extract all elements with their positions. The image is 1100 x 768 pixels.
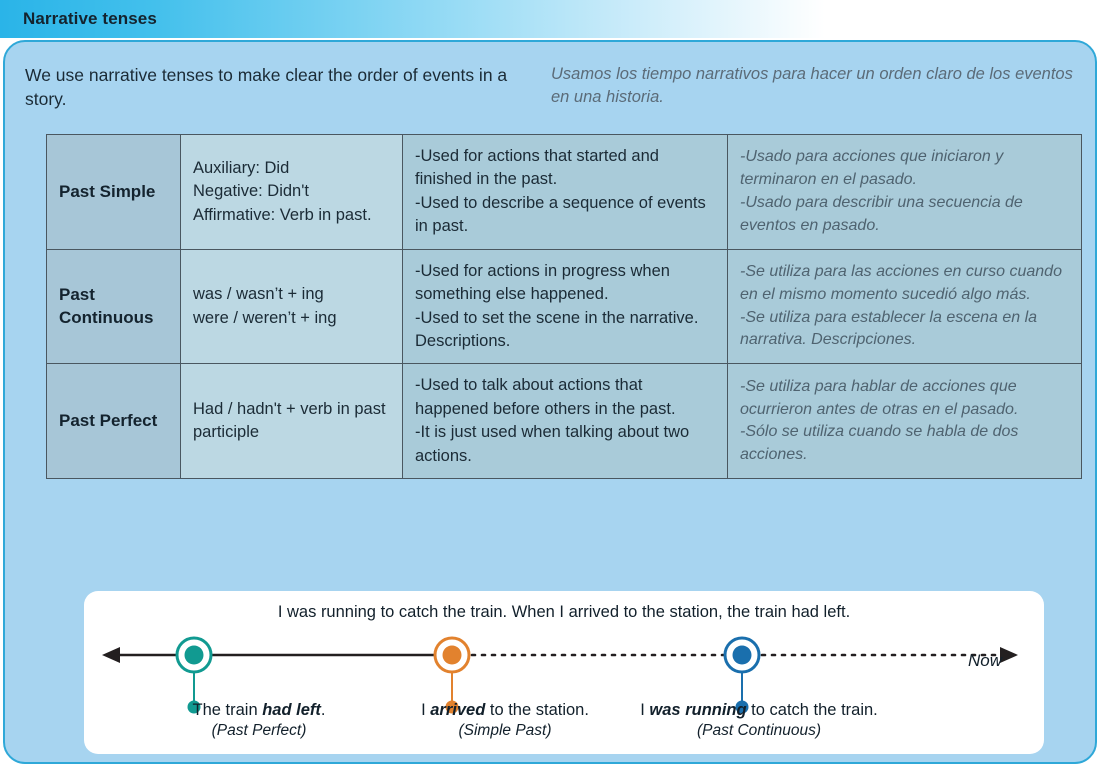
main-panel: We use narrative tenses to make clear th… [3,40,1097,764]
tense-name-past-simple: Past Simple [46,134,181,250]
label-text-strong: had left [262,701,321,719]
tense-use-past-simple: -Used for actions that started and finis… [402,134,728,250]
table-row: Past Perfect Had / hadn't + verb in past… [46,363,1082,480]
marker-core-blue [732,645,752,665]
label-tense-name: (Simple Past) [458,721,552,739]
label-text-after: to catch the train. [746,701,878,719]
timeline-label-past-perfect: The train had left. (Past Perfect) [114,700,404,740]
timeline-left-arrow-icon [102,647,120,663]
marker-core-teal [184,645,204,665]
timeline-now-label: Now [967,651,1002,670]
timeline-marker-past-continuous [723,636,761,714]
marker-dot-blue [735,700,749,714]
timeline-example-sentence: I was running to catch the train. When I… [277,603,851,621]
timeline-label-past-continuous: I was running to catch the train. (Past … [604,700,914,740]
page-title: Narrative tenses [23,9,157,28]
label-tense-name: (Past Continuous) [696,721,822,739]
label-tense-name: (Past Perfect) [211,721,307,739]
tense-use-past-continuous: -Used for actions in progress when somet… [402,248,728,365]
tense-use-spanish-past-continuous: -Se utiliza para las acciones en curso c… [727,248,1082,365]
timeline-marker-past-perfect [175,636,213,714]
marker-dot-orange [445,700,459,714]
intro-text-english: We use narrative tenses to make clear th… [25,65,508,110]
label-text-after: to the station. [485,701,589,719]
timeline-right-arrow-icon [1000,647,1018,663]
label-text-after: . [320,701,326,719]
label-text-before: The train [192,701,263,719]
timeline-card: I was running to catch the train. When I… [84,591,1044,754]
label-text-strong: arrived [430,701,486,719]
label-text-before: I [421,701,431,719]
tense-use-spanish-past-perfect: -Se utiliza para hablar de acciones que … [727,363,1082,480]
marker-core-orange [442,645,462,665]
timeline-marker-simple-past [433,636,471,714]
tense-name-past-perfect: Past Perfect [46,363,181,480]
tense-use-spanish-past-simple: -Usado para acciones que iniciaron y ter… [727,134,1082,250]
timeline-label-simple-past: I arrived to the station. (Simple Past) [360,700,650,740]
tense-name-past-continuous: Past Continuous [46,248,181,365]
timeline-diagram [102,636,1018,714]
label-text-strong: was running [649,701,747,719]
title-bar: Narrative tenses [0,0,1100,38]
tense-use-past-perfect: -Used to talk about actions that happene… [402,363,728,480]
marker-dot-teal [187,700,201,714]
intro-text-spanish: Usamos los tiempo narrativos para hacer … [551,65,1073,106]
tense-form-past-perfect: Had / hadn't + verb in past participle [180,363,403,480]
label-text-before: I [640,701,650,719]
